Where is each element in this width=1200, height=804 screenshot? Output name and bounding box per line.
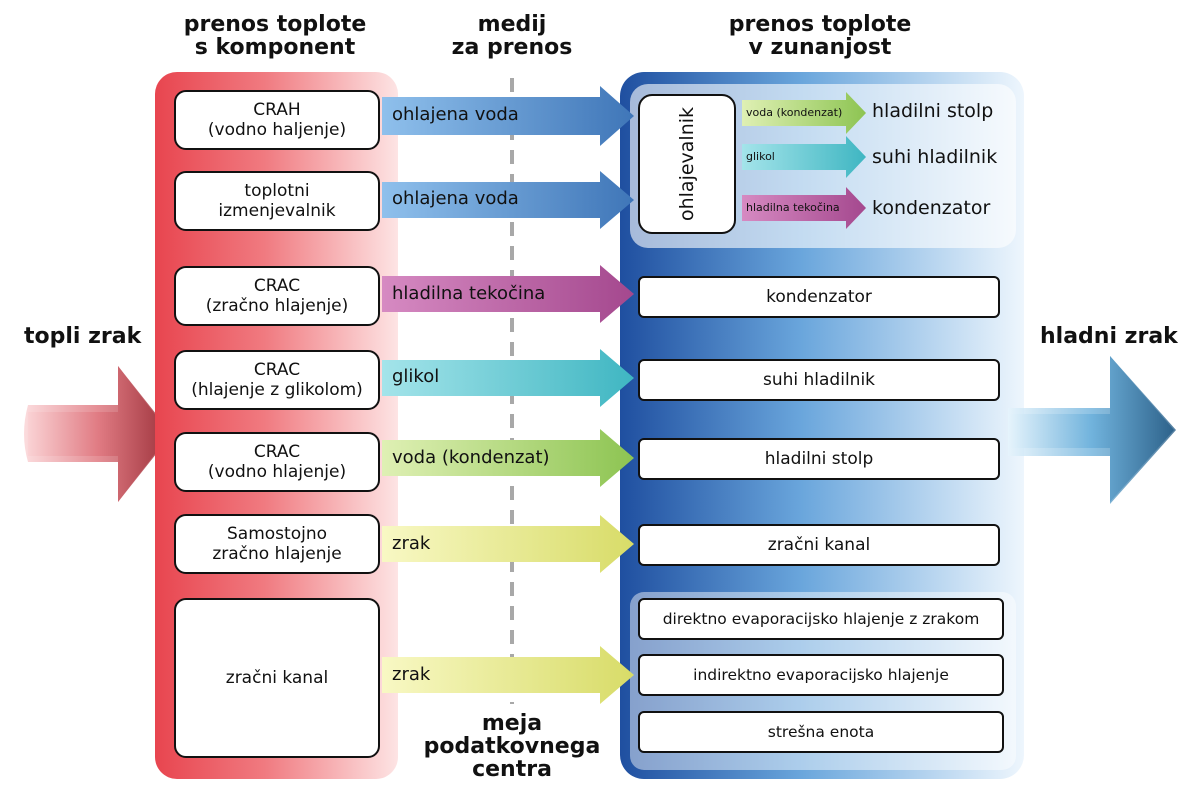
medium-label-glycol: glikol	[392, 366, 440, 387]
component-air-duct: zračni kanal	[174, 598, 380, 758]
destination-cooling-tower: hladilni stolp	[638, 438, 1000, 480]
destination-direct-evaporative: direktno evaporacijsko hlajenje z zrakom	[638, 598, 1004, 640]
component-standalone-air: Samostojno zračno hlajenje	[174, 514, 380, 574]
component-crac-air: CRAC (zračno hlajenje)	[174, 266, 380, 326]
destination-indirect-evaporative: indirektno evaporacijsko hlajenje	[638, 654, 1004, 696]
component-heat-exchanger: toplotni izmenjevalnik	[174, 171, 380, 231]
medium-label-chilled-water-1: ohlajena voda	[392, 104, 519, 125]
medium-label-air-1: zrak	[392, 533, 431, 554]
datacenter-boundary-label: meja podatkovnega centra	[423, 711, 601, 782]
medium-label-air-2: zrak	[392, 664, 431, 685]
header-component-heat-transfer: prenos toplote s komponent	[183, 12, 367, 60]
component-crac-glycol: CRAC (hlajenje z glikolom)	[174, 350, 380, 410]
destination-rooftop-unit: strešna enota	[638, 711, 1004, 753]
destination-dry-cooler: suhi hladilnik	[638, 359, 1000, 401]
chiller-output-medium-glycol: glikol	[746, 150, 775, 163]
chiller-target-condenser: kondenzator	[872, 197, 991, 219]
chiller-output-medium-condensate: voda (kondenzat)	[746, 106, 843, 119]
chiller-target-cooling-tower: hladilni stolp	[872, 100, 994, 122]
header-outdoor-heat-transfer: prenos toplote v zunanjost	[728, 12, 912, 60]
component-crac-water: CRAC (vodno hlajenje)	[174, 432, 380, 492]
chiller-target-dry-cooler: suhi hladilnik	[872, 146, 998, 168]
component-crah: CRAH (vodno haljenje)	[174, 90, 380, 150]
warm-air-label: topli zrak	[24, 324, 142, 349]
medium-label-chilled-water-2: ohlajena voda	[392, 188, 519, 209]
medium-label-condensate-water: voda (kondenzat)	[392, 447, 550, 468]
chiller-box: ohlajevalnik	[638, 94, 736, 234]
cold-air-label: hladni zrak	[1040, 324, 1178, 349]
destination-condenser: kondenzator	[638, 276, 1000, 318]
medium-label-refrigerant: hladilna tekočina	[392, 283, 546, 304]
header-transfer-medium: medij za prenos	[451, 12, 573, 60]
chiller-output-medium-refrigerant: hladilna tekočina	[746, 201, 840, 214]
destination-air-duct: zračni kanal	[638, 524, 1000, 566]
